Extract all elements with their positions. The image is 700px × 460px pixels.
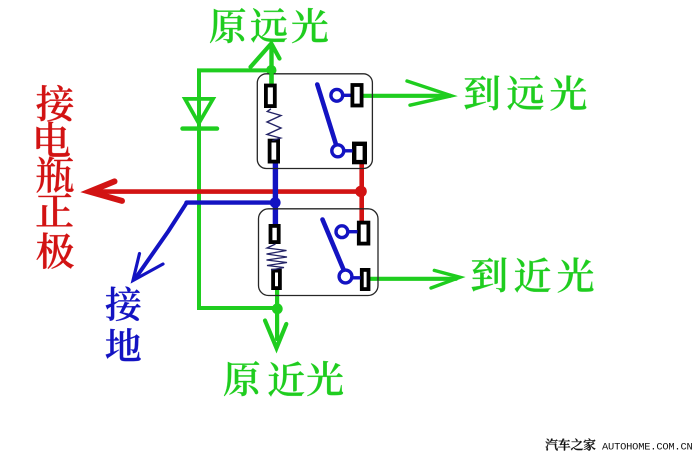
svg-text:AUTOHOME.COM.CN: AUTOHOME.COM.CN	[602, 442, 693, 454]
